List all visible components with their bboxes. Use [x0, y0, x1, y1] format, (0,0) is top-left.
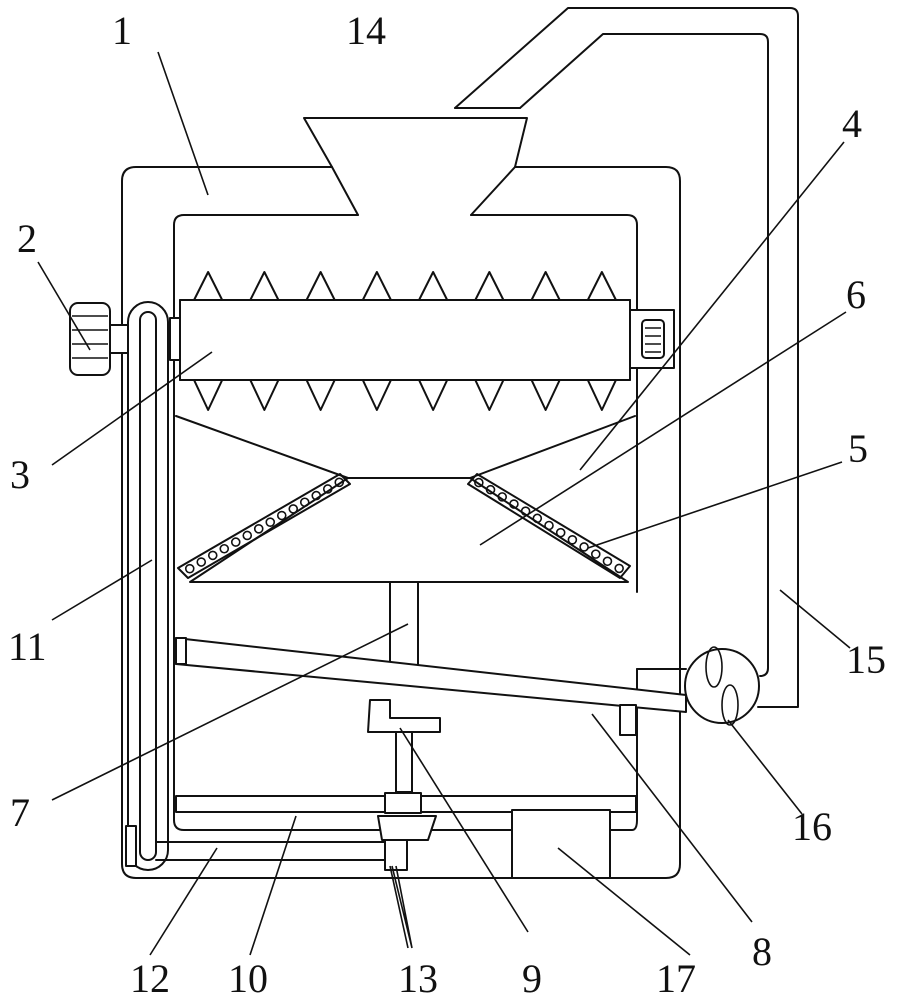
label-10: 10	[228, 956, 268, 1000]
roller-teeth-top	[180, 272, 630, 300]
label-2: 2	[17, 216, 37, 261]
label-11: 11	[8, 624, 47, 669]
roller-teeth-bottom	[180, 380, 630, 410]
label-5: 5	[848, 426, 868, 471]
adjustment-knob	[70, 303, 110, 375]
feed-hopper	[304, 118, 527, 215]
roller-motor	[630, 310, 674, 368]
label-14: 14	[346, 8, 386, 53]
label-13: 13	[398, 956, 438, 1000]
inclined-plate-left-end	[176, 638, 186, 664]
roller-left-bearing	[170, 318, 180, 360]
label-7: 7	[10, 790, 30, 835]
guide-funnel	[176, 416, 635, 478]
crushing-roller	[180, 272, 630, 410]
label-1: 1	[112, 8, 132, 53]
bottom-transmission-rod	[156, 842, 384, 860]
label-16: 16	[792, 804, 832, 849]
label-8: 8	[752, 929, 772, 974]
label-12: 12	[130, 956, 170, 1000]
cone-distributor	[190, 478, 628, 582]
label-9: 9	[522, 956, 542, 1000]
fan	[685, 647, 759, 725]
drive-motor-box	[512, 810, 610, 878]
label-3: 3	[10, 452, 30, 497]
inclined-plate-support	[620, 705, 636, 735]
label-17: 17	[656, 956, 696, 1000]
label-4: 4	[842, 101, 862, 146]
label-6: 6	[846, 272, 866, 317]
rotating-shaft-lower	[396, 730, 412, 792]
label-15: 15	[846, 637, 886, 682]
bottom-left-bracket	[126, 826, 136, 866]
vibration-cam	[368, 700, 440, 732]
